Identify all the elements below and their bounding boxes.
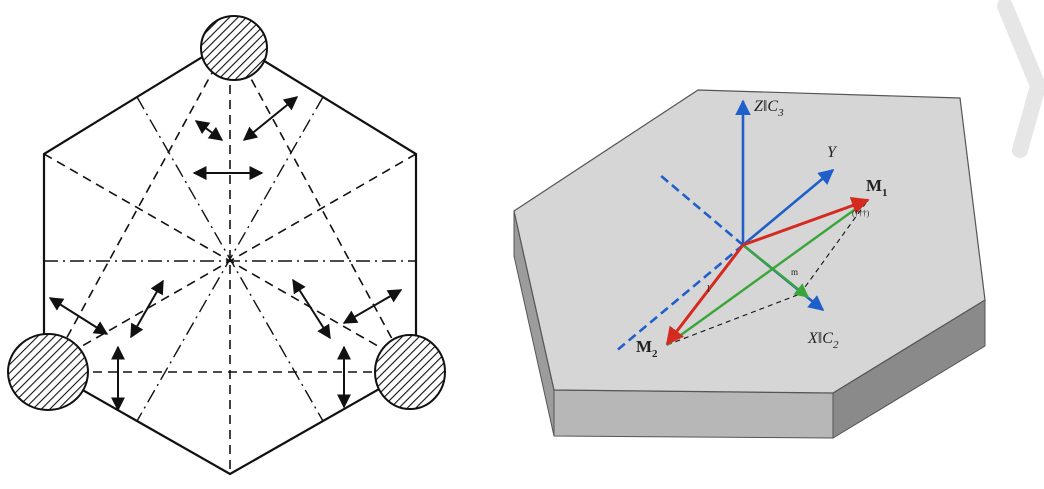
m1-vector: [742, 197, 870, 247]
y-axis: [742, 169, 835, 246]
z-axis-label: Z‖C3: [754, 98, 784, 119]
double-arrows: [48, 96, 403, 412]
red-vectors: [665, 197, 870, 346]
hatched-node-top: [200, 15, 268, 81]
plane-label: (†††): [852, 209, 870, 218]
dashdot-lines: [44, 96, 416, 422]
left-hexagon-diagram: [7, 15, 446, 476]
hatched-node-bottom-left: [7, 333, 89, 411]
x-axis-label: X‖C2: [807, 330, 839, 351]
axis-labels: Z‖C3 Y X‖C2 M1 M2 l m (†††): [636, 98, 888, 360]
m1-label: M1: [866, 176, 888, 199]
watermark-mark: [997, 0, 1044, 158]
negative-x-axis: [659, 174, 744, 246]
l-label: l: [707, 284, 710, 295]
green-vectors: [666, 199, 869, 346]
y-axis-label: Y: [827, 144, 838, 161]
plate-front-face: [553, 389, 834, 439]
right-plate-diagram: Z‖C3 Y X‖C2 M1 M2 l m (†††): [513, 89, 986, 439]
dashed-diagonals: [43, 39, 417, 474]
m2-label: M2: [636, 337, 658, 360]
m-label: m: [791, 267, 798, 277]
hatched-node-bottom-right: [374, 334, 446, 410]
projection-lines: [666, 199, 869, 346]
m2-vector: [665, 244, 745, 346]
